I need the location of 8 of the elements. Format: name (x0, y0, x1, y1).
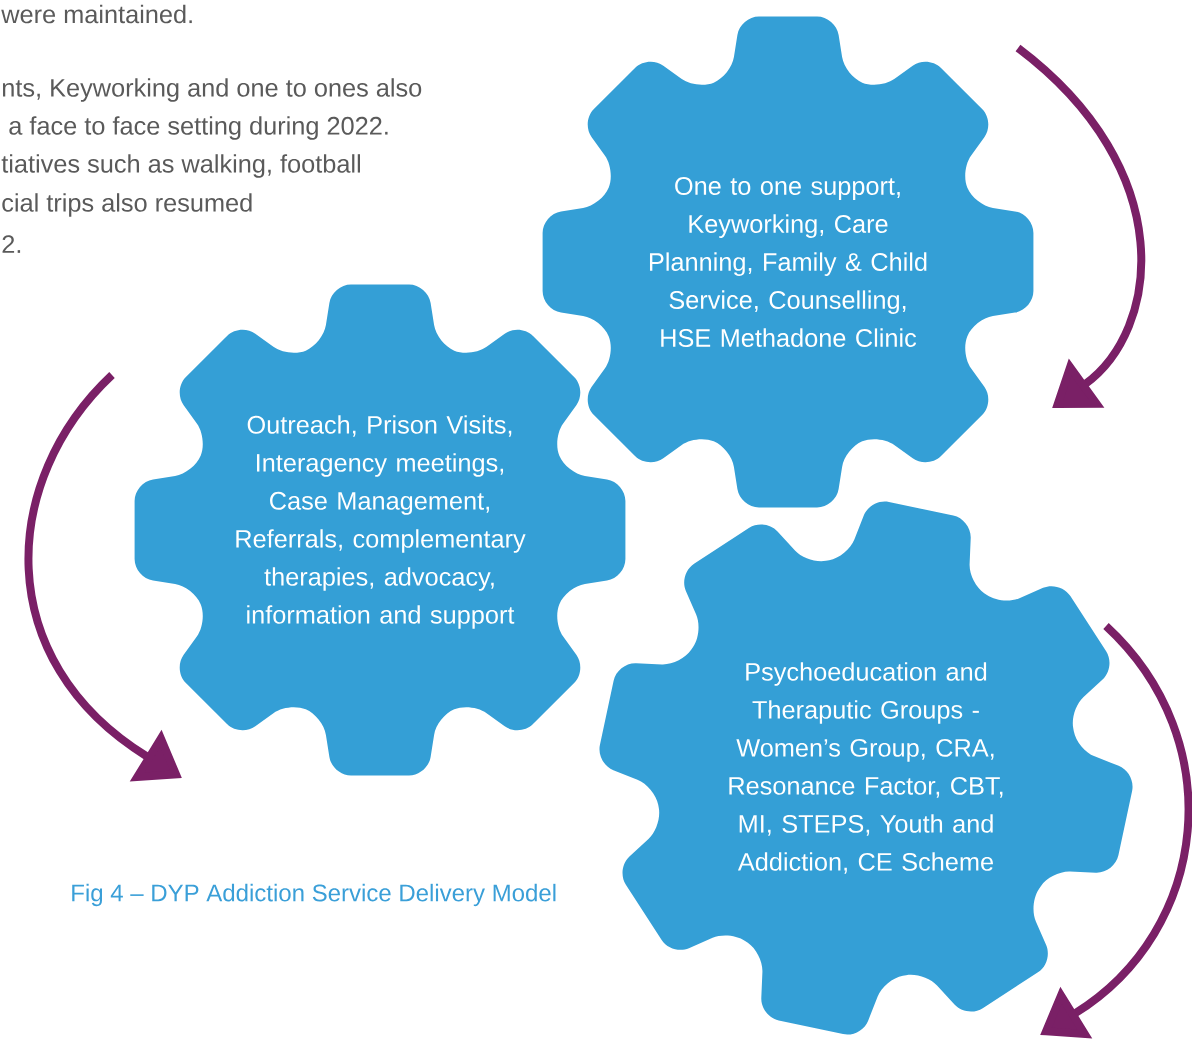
body-text: cial trips also resumed (2, 193, 252, 217)
body-text: a face to face setting during 2022. (9, 116, 388, 140)
body-text: were maintained. (1, 4, 192, 24)
body-text: 2. (2, 235, 21, 253)
figure-caption: Fig 4 – DYP Addiction Service Delivery Model (72, 883, 556, 907)
node-label: Outreach, Prison Visits, Interagency meetings, Case Management, Referrals, complementary therapies, advocacy, information and support (236, 415, 526, 629)
body-text: tiatives such as walking, football (1, 154, 360, 178)
body-text: nts, Keyworking and one to ones also (2, 78, 422, 102)
